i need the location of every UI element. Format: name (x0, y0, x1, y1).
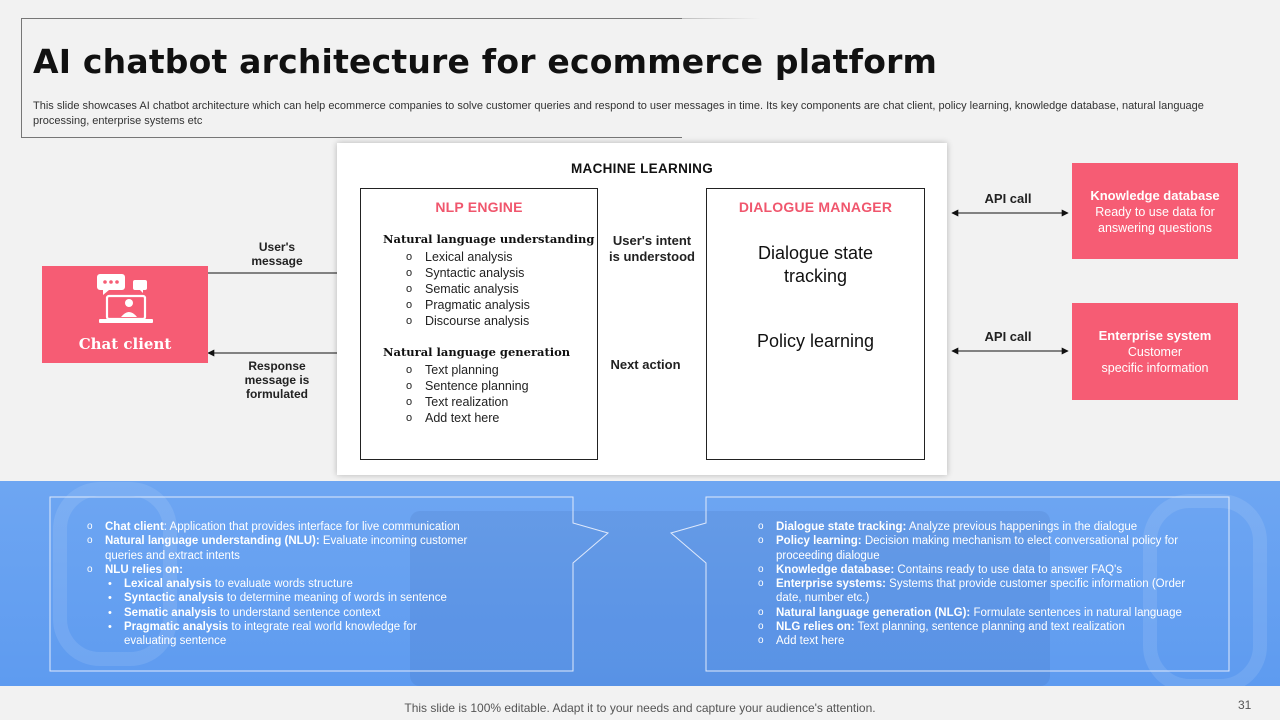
dialogue-manager-box: DIALOGUE MANAGER Dialogue state tracking… (706, 188, 925, 460)
nlu-title: Natural language understanding (383, 232, 595, 246)
list-item: •Lexical analysis to evaluate words stru… (108, 578, 353, 591)
policy-learning: Policy learning (756, 331, 875, 351)
page-subtitle: This slide showcases AI chatbot architec… (33, 100, 1204, 127)
knowledge-database-title: Knowledge database (1090, 188, 1220, 203)
keyboard-background (49, 482, 1267, 686)
machine-learning-label: MACHINE LEARNING (570, 161, 714, 176)
api-call-label-1: API call (984, 191, 1032, 206)
intent-label: User's intent is understood (609, 233, 695, 264)
dialogue-manager-title: DIALOGUE MANAGER (738, 199, 893, 215)
list-item: •Sematic analysis to understand sentence… (108, 606, 381, 619)
enterprise-system-line-1: Customer (1127, 345, 1183, 359)
users-message-label: User's message (251, 240, 303, 268)
chat-client-label: Chat client (78, 335, 172, 353)
list-item: •Pragmatic analysis to integrate real wo… (108, 621, 417, 648)
response-label: Response message is formulated (244, 359, 310, 401)
api-call-label-2: API call (984, 329, 1032, 344)
footer-text: This slide is 100% editable. Adapt it to… (404, 701, 876, 715)
nlp-engine-title: NLP ENGINE (435, 199, 523, 215)
enterprise-system-title: Enterprise system (1098, 328, 1212, 343)
next-action-label: Next action (610, 357, 681, 372)
page-number: 31 (1238, 698, 1252, 712)
chat-user-icon (97, 274, 153, 323)
header-top-line (21, 18, 761, 19)
enterprise-system-box: Enterprise system Customer specific info… (1072, 303, 1238, 400)
page-title: AI chatbot architecture for ecommerce pl… (33, 42, 938, 81)
knowledge-database-line-2: answering questions (1098, 221, 1212, 235)
dialogue-state-tracking: Dialogue state tracking (757, 243, 874, 286)
knowledge-database-line-1: Ready to use data for (1095, 205, 1215, 219)
list-item: •Syntactic analysis to determine meaning… (108, 592, 447, 605)
enterprise-system-line-2: specific information (1101, 361, 1209, 375)
knowledge-database-box: Knowledge database Ready to use data for… (1072, 163, 1238, 259)
nlg-title: Natural language generation (383, 345, 571, 359)
nlp-engine-box: NLP ENGINE Natural language understandin… (360, 188, 598, 460)
